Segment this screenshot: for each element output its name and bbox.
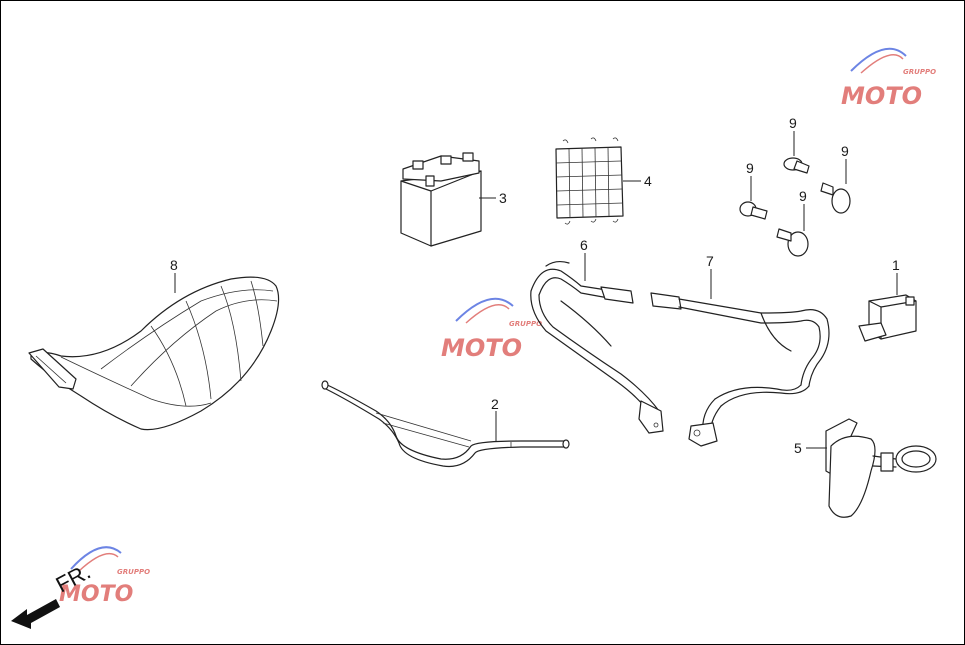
right-crash-bar-drawing (650, 292, 830, 447)
bolt-drawing-b (820, 182, 851, 214)
front-arrow-icon (11, 599, 60, 629)
callout-3: 3 (499, 190, 507, 206)
handlebar-drawing (321, 380, 570, 468)
switch-module-drawing (858, 294, 917, 342)
bolt-drawing-d (776, 228, 809, 257)
watermark-logo-bottom-left: MOTO GRUPPO (59, 546, 150, 607)
watermark-small-text: GRUPPO (903, 68, 936, 76)
bolt-drawing-c (739, 201, 768, 220)
callout-7: 7 (706, 253, 714, 269)
watermark-small-text: GRUPPO (509, 320, 542, 328)
watermark-text: MOTO (59, 582, 133, 607)
bolt-drawing-a (783, 157, 810, 174)
callout-9a: 9 (789, 115, 797, 131)
callout-5: 5 (794, 440, 802, 456)
battery-drawing (400, 152, 482, 247)
callout-9d: 9 (799, 188, 807, 204)
callout-4: 4 (644, 173, 652, 189)
callout-1: 1 (892, 257, 900, 273)
seat-drawing (28, 276, 280, 431)
callout-8: 8 (170, 257, 178, 273)
phone-holder-drawing (825, 418, 937, 518)
callout-2: 2 (491, 396, 499, 412)
callout-9c: 9 (746, 160, 754, 176)
watermark-text: MOTO (841, 82, 922, 110)
watermark-logo-center: MOTO GRUPPO (441, 297, 542, 362)
watermark-logo-top-right: MOTO GRUPPO (841, 47, 936, 110)
callout-9b: 9 (841, 143, 849, 159)
callout-6: 6 (580, 237, 588, 253)
left-crash-bar-drawing (530, 260, 664, 434)
cargo-net-drawing (555, 137, 624, 225)
watermark-small-text: GRUPPO (117, 568, 150, 576)
watermark-text: MOTO (441, 334, 522, 362)
